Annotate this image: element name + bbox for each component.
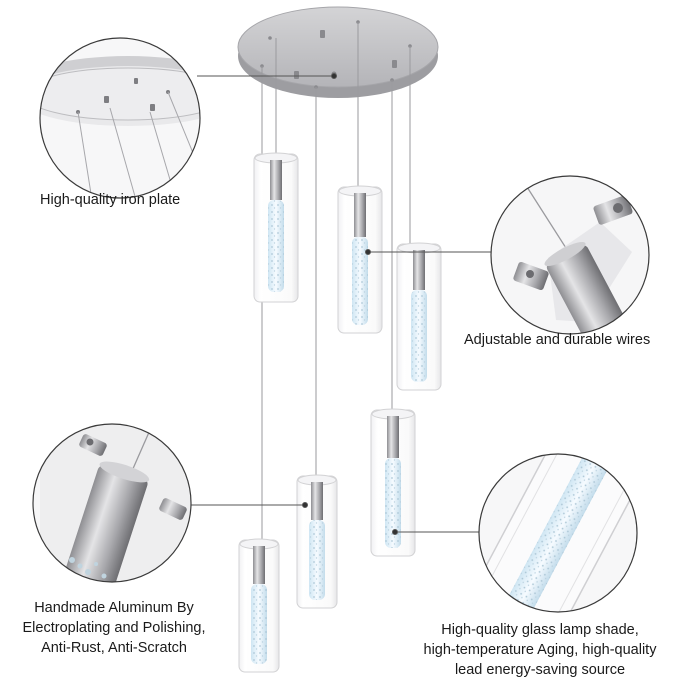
caption-glass-line-1: High-quality glass lamp shade, [441, 622, 639, 638]
pendant-lamp-3 [396, 242, 442, 391]
caption-aluminum-line-3: Anti-Rust, Anti-Scratch [41, 640, 187, 656]
detail-wires [490, 175, 650, 335]
caption-aluminum: Handmade Aluminum By Electroplating and … [8, 598, 220, 658]
caption-glass-line-3: lead energy-saving source [454, 662, 626, 678]
detail-iron-plate [39, 37, 201, 199]
pendant-lamp-1 [253, 152, 299, 303]
detail-glass [478, 453, 638, 613]
caption-aluminum-line-2: Electroplating and Polishing, [22, 620, 206, 636]
pendant-lamp-4 [370, 408, 416, 557]
detail-aluminum [32, 423, 192, 583]
caption-iron-plate-text: High-quality iron plate [40, 192, 181, 208]
callout-lines [191, 73, 492, 535]
pendant-lamp-2 [337, 185, 383, 334]
caption-wires-text: Adjustable and durable wires [464, 332, 651, 348]
caption-wires: Adjustable and durable wires [464, 330, 650, 350]
caption-iron-plate: High-quality iron plate [40, 190, 180, 210]
pendant-lamp-6 [238, 538, 280, 673]
caption-aluminum-line-1: Handmade Aluminum By [34, 600, 194, 616]
ceiling-plate [237, 6, 439, 98]
caption-glass-line-2: high-temperature Aging, high-quality [423, 642, 657, 658]
pendant-lamp-5 [296, 474, 338, 609]
caption-glass: High-quality glass lamp shade, high-temp… [404, 620, 676, 680]
